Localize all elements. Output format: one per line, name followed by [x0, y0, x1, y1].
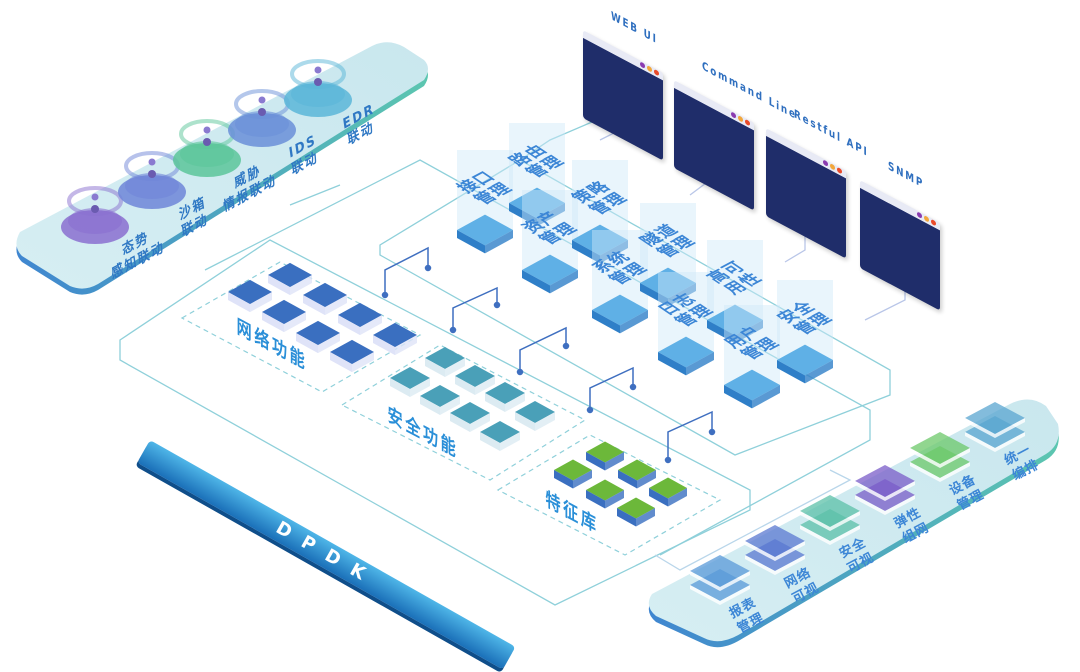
window-dot-icon	[731, 111, 736, 119]
module-chip	[658, 336, 714, 376]
module-chip	[303, 282, 347, 316]
module-chip	[515, 401, 555, 431]
module-chip	[586, 441, 624, 471]
module-chip	[228, 279, 272, 313]
module-chip	[457, 214, 513, 254]
platform-stack	[965, 402, 1025, 452]
module-chip	[390, 367, 430, 397]
window-dot-icon	[924, 215, 929, 223]
window-dot-icon	[837, 166, 842, 175]
module-chip	[420, 385, 460, 415]
module-chip	[649, 477, 687, 507]
module-chip	[586, 479, 624, 509]
platform-stack	[745, 525, 805, 575]
module-chip	[777, 344, 833, 384]
module-chip	[522, 254, 578, 294]
linkage-disk	[284, 59, 352, 117]
window-dot-icon	[745, 118, 750, 127]
linkage-disk	[173, 119, 241, 177]
module-chip	[296, 320, 340, 354]
linkage-disk	[118, 151, 186, 209]
linkage-disk	[228, 89, 296, 147]
module-chip	[554, 459, 592, 489]
module-chip	[338, 302, 382, 336]
module-chip	[724, 369, 780, 409]
module-chip	[640, 267, 696, 307]
window-dot-icon	[830, 163, 835, 171]
module-chip	[485, 382, 525, 412]
platform-stack	[800, 495, 860, 545]
signature-group-frame	[496, 434, 722, 556]
platform-stack	[910, 432, 970, 482]
window-dot-icon	[647, 65, 652, 73]
module-chip	[262, 299, 306, 333]
security-group-frame	[340, 344, 587, 481]
module-chip	[618, 459, 656, 489]
window-dot-icon	[931, 218, 936, 227]
window-dot-icon	[738, 115, 743, 123]
module-chip	[617, 497, 655, 527]
module-chip	[509, 187, 565, 227]
window-dot-icon	[640, 61, 645, 69]
module-chip	[455, 365, 495, 395]
module-chip	[450, 402, 490, 432]
window-dot-icon	[823, 159, 828, 167]
window-dot-icon	[654, 68, 659, 77]
bridge-connectors	[381, 246, 716, 464]
module-chip	[592, 294, 648, 334]
network-group-frame	[180, 261, 422, 393]
module-chip	[330, 339, 374, 373]
window-dot-icon	[917, 211, 922, 219]
module-chip	[572, 224, 628, 264]
module-chip	[373, 322, 417, 356]
linkage-disk	[61, 186, 129, 244]
module-chip	[480, 421, 520, 451]
platform-stack	[690, 555, 750, 605]
platform-stack	[855, 465, 915, 515]
module-chip	[425, 347, 465, 377]
module-chip	[268, 262, 312, 296]
module-chip	[707, 304, 763, 344]
